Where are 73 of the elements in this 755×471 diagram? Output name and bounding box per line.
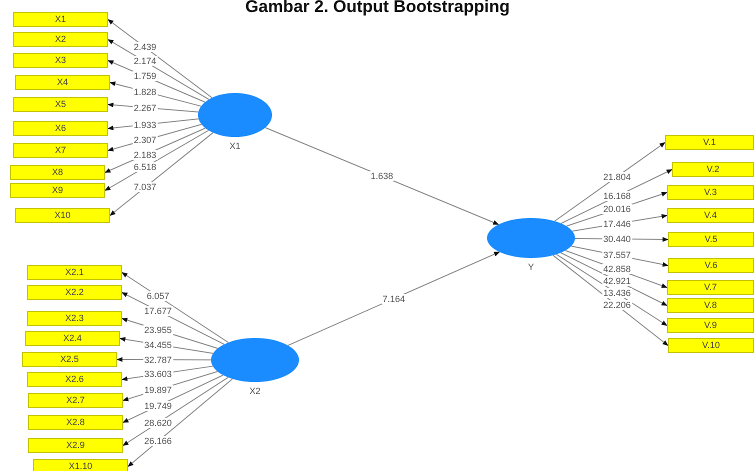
edge-label: 19.749 xyxy=(143,400,173,411)
indicator-box: X3 xyxy=(13,53,108,68)
indicator-box: X2.1 xyxy=(27,265,122,280)
arrow xyxy=(264,127,500,225)
edge-label: 42.858 xyxy=(602,264,632,274)
construct-label: X1 xyxy=(228,141,242,151)
indicator-box: X2.2 xyxy=(27,285,122,300)
construct-label: Y xyxy=(526,262,535,272)
edge-label: 16.168 xyxy=(602,191,632,202)
edge-label: 20.016 xyxy=(602,204,632,214)
indicator-box: V.5 xyxy=(668,232,754,247)
indicator-box: X2.9 xyxy=(28,438,123,453)
arrow xyxy=(128,378,233,467)
indicator-box: V.4 xyxy=(667,208,754,223)
indicator-box: V.7 xyxy=(667,280,754,295)
edge-label: 32.787 xyxy=(143,354,173,365)
indicator-box: V.9 xyxy=(667,318,754,333)
edge-label: 17.446 xyxy=(602,218,632,229)
edge-label: 7.037 xyxy=(132,182,158,192)
indicator-box: X1.10 xyxy=(33,459,128,471)
edge-label: 2.183 xyxy=(132,150,158,160)
indicator-box: V.3 xyxy=(667,185,754,200)
edge-label: 26.166 xyxy=(143,436,173,446)
edge-label: 2.439 xyxy=(132,42,158,52)
indicator-box: V.2 xyxy=(672,162,754,177)
arrow xyxy=(110,132,214,216)
indicator-box: X9 xyxy=(10,183,105,198)
edge-label: 6.518 xyxy=(132,162,158,172)
edge-label: 1.759 xyxy=(132,71,158,82)
arrow xyxy=(287,251,500,346)
indicator-box: X4 xyxy=(15,75,110,90)
edge-label: 34.455 xyxy=(143,340,173,350)
edge-label: 2.174 xyxy=(132,56,158,66)
indicator-box: X2.8 xyxy=(28,415,123,430)
edge-label: 2.267 xyxy=(132,102,158,113)
indicator-box: X2.6 xyxy=(27,372,122,387)
edge-label: 33.603 xyxy=(143,369,173,380)
edge-label: 1.638 xyxy=(370,171,394,182)
edge-label: 42.921 xyxy=(602,276,632,286)
edge-label: 28.620 xyxy=(143,418,173,428)
edge-label: 2.307 xyxy=(132,135,158,146)
indicator-box: X7 xyxy=(13,143,108,158)
construct-label: X2 xyxy=(248,386,262,396)
indicator-box: X1 xyxy=(13,12,108,27)
indicator-box: V.6 xyxy=(668,258,754,273)
indicator-box: V.8 xyxy=(667,298,754,313)
indicator-box: X2.3 xyxy=(27,311,122,326)
edge-label: 21.804 xyxy=(602,172,632,182)
edge-label: 6.057 xyxy=(146,291,170,302)
edge-label: 13.436 xyxy=(602,288,632,298)
indicator-box: X2.5 xyxy=(22,352,117,367)
indicator-box: V.10 xyxy=(668,338,754,353)
indicator-box: X2 xyxy=(13,32,108,47)
edge-label: 22.206 xyxy=(602,300,632,310)
edge-label: 1.828 xyxy=(132,86,158,97)
indicator-box: X6 xyxy=(13,121,108,136)
indicator-box: V.1 xyxy=(665,135,754,150)
arrow xyxy=(554,142,666,222)
indicator-box: X2.7 xyxy=(28,393,123,408)
figure-title: Gambar 2. Output Bootstrapping xyxy=(244,0,511,17)
edge-label: 17.677 xyxy=(143,306,173,316)
indicator-box: X10 xyxy=(15,208,110,223)
indicator-box: X2.4 xyxy=(25,331,120,346)
edge-label: 23.955 xyxy=(143,324,173,335)
edge-label: 19.897 xyxy=(143,384,173,395)
edge-label: 7.164 xyxy=(381,294,406,304)
edge-label: 30.440 xyxy=(602,234,632,244)
edge-label: 1.933 xyxy=(132,120,158,130)
arrow xyxy=(108,19,213,98)
edge-label: 37.557 xyxy=(602,250,632,260)
arrow xyxy=(552,254,668,346)
indicator-box: X5 xyxy=(13,97,108,112)
indicator-box: X8 xyxy=(10,165,105,180)
